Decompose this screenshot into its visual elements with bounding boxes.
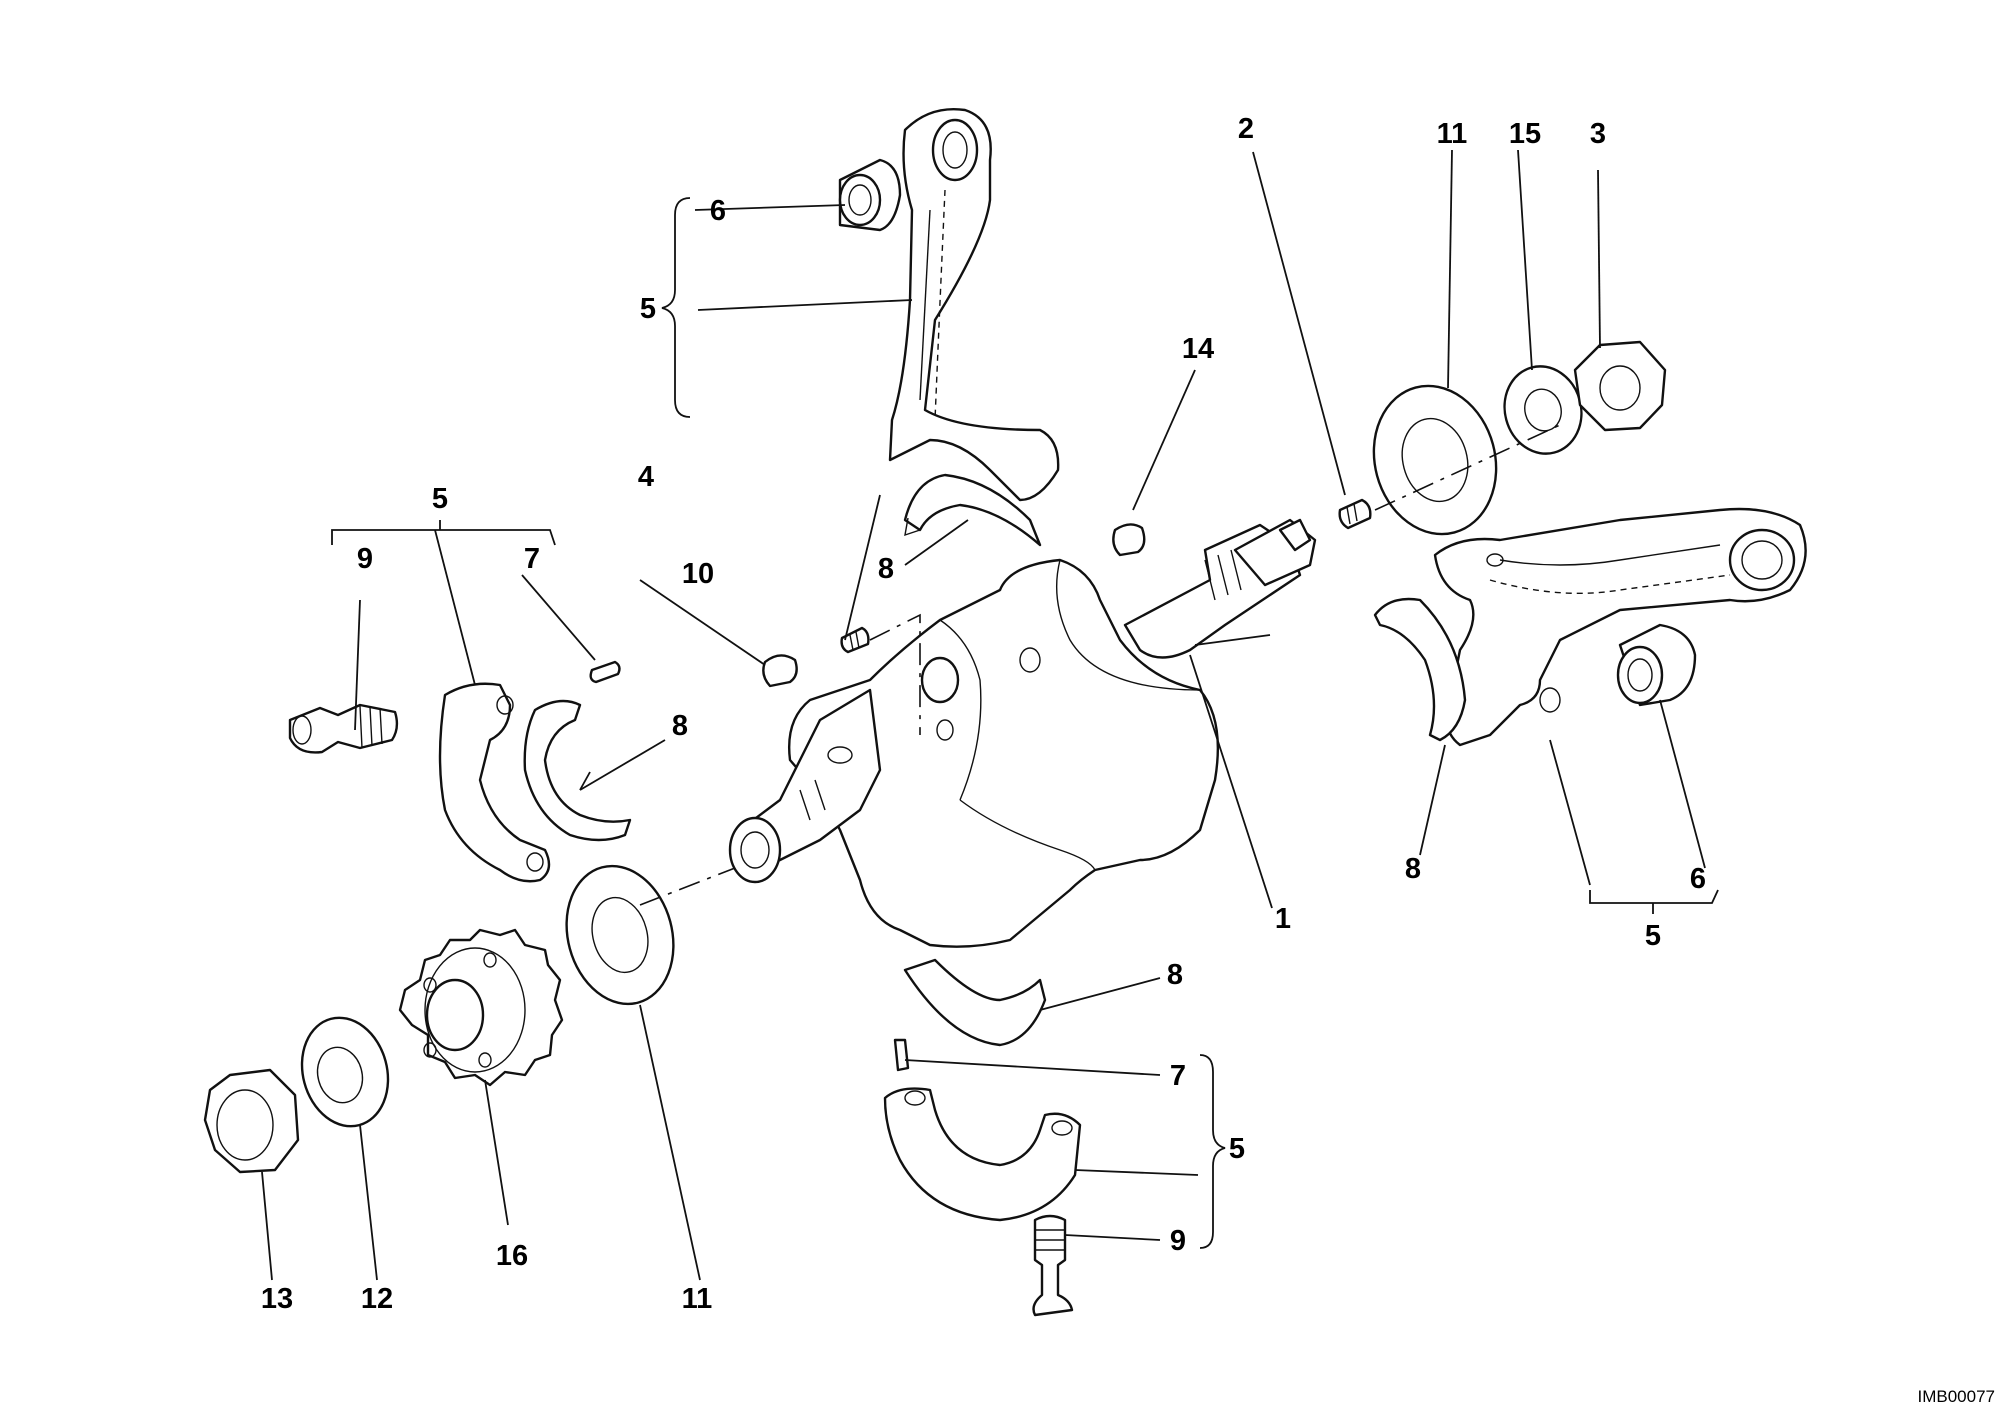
- callout-9-left: 9: [357, 543, 373, 575]
- callout-1: 1: [1275, 903, 1291, 935]
- small-end-bushing-upper: [838, 158, 902, 232]
- callout-9-lower: 9: [1170, 1225, 1186, 1257]
- callout-6-right: 6: [1690, 863, 1706, 895]
- grub-screw-2: [1338, 498, 1372, 530]
- callout-16: 16: [496, 1240, 528, 1272]
- nut-13: [203, 1068, 300, 1174]
- thrust-washer-left: [565, 864, 675, 1006]
- bearing-cap-left: [438, 682, 551, 883]
- callout-8-upper: 8: [878, 553, 894, 585]
- callout-7-lower: 7: [1170, 1060, 1186, 1092]
- callout-8-lower: 8: [1167, 959, 1183, 991]
- nut-3: [1573, 340, 1667, 432]
- callout-2: 2: [1238, 113, 1254, 145]
- callout-8-left: 8: [672, 710, 688, 742]
- bearing-shell-left: [523, 699, 632, 842]
- callout-10: 10: [682, 558, 714, 590]
- bearing-shell-right: [1373, 597, 1467, 742]
- callout-11-left: 11: [682, 1283, 713, 1315]
- dowel-pin-lower: [893, 1038, 910, 1072]
- cap-bolt-left: [288, 703, 399, 754]
- small-end-bushing-right: [1616, 623, 1697, 707]
- bearing-shell-upper: [903, 473, 1042, 547]
- brace-upper-rod: [661, 197, 691, 418]
- callout-15: 15: [1509, 118, 1541, 150]
- brace-lower-cap: [1199, 1054, 1226, 1249]
- callout-5-left: 5: [432, 483, 448, 515]
- bearing-shell-lower: [903, 958, 1047, 1047]
- callout-8-right: 8: [1405, 853, 1421, 885]
- callout-14: 14: [1182, 333, 1214, 365]
- grub-screw-4: [840, 626, 870, 654]
- connecting-rod-right: [1433, 507, 1807, 747]
- axis-line-right: [1374, 424, 1561, 511]
- callout-5-right: 5: [1645, 920, 1661, 952]
- woodruff-key-right: [1112, 523, 1146, 557]
- brace-right-rod: [1589, 889, 1719, 914]
- crankshaft: [728, 518, 1317, 948]
- connecting-rod-upper: [888, 108, 1060, 502]
- bearing-cap-lower: [883, 1087, 1082, 1222]
- callout-12: 12: [361, 1283, 393, 1315]
- axis-line-pin: [869, 613, 921, 735]
- callout-13: 13: [261, 1283, 293, 1315]
- thrust-washer-right: [1372, 384, 1498, 536]
- callout-5-lower: 5: [1229, 1133, 1245, 1165]
- leader-lines: [261, 149, 1706, 1281]
- callout-4: 4: [638, 461, 654, 493]
- callout-5-upper: 5: [640, 293, 656, 325]
- cap-bolt-lower: [1032, 1214, 1074, 1317]
- image-code: IMB00077: [1918, 1387, 1996, 1406]
- woodruff-key-left: [762, 654, 798, 688]
- dowel-pin-left: [589, 660, 621, 684]
- callout-11-right: 11: [1437, 118, 1468, 150]
- brace-left-cap: [331, 520, 556, 546]
- callout-6-upper: 6: [710, 195, 726, 227]
- callout-3: 3: [1590, 118, 1606, 150]
- axis-line-left: [639, 867, 736, 906]
- callout-labels: 1 2 3 4 5 5 5 5 6 6 7 7 8 8 8 8 9 9 10 1…: [261, 113, 1706, 1315]
- timing-gear-16: [398, 928, 564, 1087]
- washer-12: [300, 1016, 390, 1128]
- callout-7-left: 7: [524, 543, 540, 575]
